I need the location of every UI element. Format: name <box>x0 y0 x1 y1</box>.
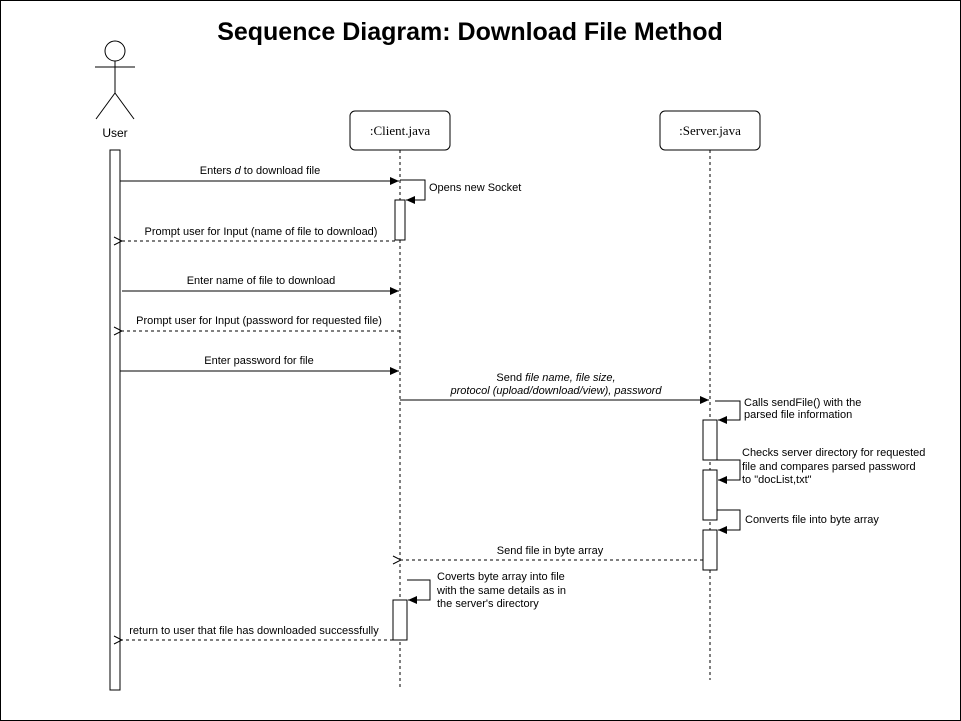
self-message-convert-bytes <box>717 509 741 534</box>
self-message-convert-file <box>407 579 431 604</box>
server-label: :Server.java <box>679 123 741 138</box>
message-label-check-3: to "docList,txt" <box>742 474 812 486</box>
self-message-check-directory <box>717 459 741 484</box>
message-label-open-socket: Opens new Socket <box>429 182 521 194</box>
message-label-convert-file-1: Coverts byte array into file <box>437 571 565 583</box>
self-message-open-socket <box>400 179 426 204</box>
message-label-check-1: Checks server directory for requested <box>742 447 925 459</box>
message-label-convert-file-2: with the same details as in <box>436 585 566 597</box>
message-label-enter-password: Enter password for file <box>204 355 313 367</box>
server-activation-1 <box>702 419 718 461</box>
self-message-call-sendfile <box>715 400 741 424</box>
client-activation-1 <box>394 199 406 241</box>
client-activation-2 <box>392 599 408 641</box>
user-label: User <box>102 126 127 140</box>
client-label: :Client.java <box>370 123 431 138</box>
message-label-convert-bytes: Converts file into byte array <box>745 514 879 526</box>
message-label-convert-file-3: the server's directory <box>437 598 539 610</box>
message-label-send-line2: protocol (upload/download/view), passwor… <box>450 385 663 397</box>
message-label-sendfile-2: parsed file information <box>744 409 852 421</box>
user-actor-icon <box>95 40 135 120</box>
message-label-sendfile-1: Calls sendFile() with the <box>744 397 861 409</box>
message-label-send-line1: Send file name, file size, <box>496 372 615 384</box>
server-activation-2 <box>702 469 718 521</box>
message-label-send-bytes: Send file in byte array <box>497 545 604 557</box>
message-label-enter-d: Enters d to download file <box>200 165 320 177</box>
server-activation-3 <box>702 529 718 571</box>
user-activation-bar <box>109 149 121 691</box>
message-label-prompt-name: Prompt user for Input (name of file to d… <box>145 226 378 238</box>
message-label-download-success: return to user that file has downloaded … <box>129 625 379 637</box>
diagram-title: Sequence Diagram: Download File Method <box>217 18 723 46</box>
message-label-prompt-password: Prompt user for Input (password for requ… <box>136 315 382 327</box>
message-label-enter-name: Enter name of file to download <box>187 275 336 287</box>
message-label-check-2: file and compares parsed password <box>742 461 916 473</box>
